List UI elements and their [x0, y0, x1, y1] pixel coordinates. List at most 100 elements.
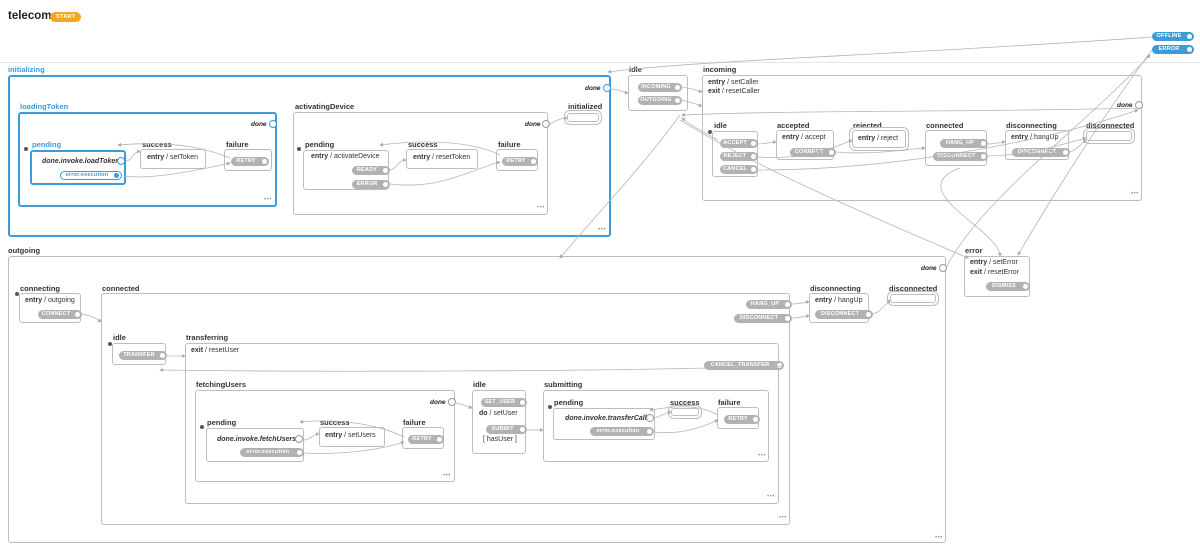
transfer-event[interactable]: TRANSFER	[119, 351, 167, 360]
state-label-disconnected: disconnected	[889, 284, 938, 293]
entry-action: entry / resetToken	[413, 154, 471, 161]
hang-up-event[interactable]: HANG_UP	[746, 300, 792, 309]
state-label-fetchingUsers: fetchingUsers	[196, 380, 247, 389]
state-submitting-success[interactable]	[671, 408, 699, 416]
entry-action: entry / setToken	[147, 154, 198, 161]
set-user-event[interactable]: SET_USER	[481, 398, 527, 407]
exit-action: exit / resetUser	[191, 347, 240, 354]
accept-event[interactable]: ACCEPT	[720, 139, 758, 148]
connect-event[interactable]: CONNECT	[790, 148, 836, 157]
state-label-pending: pending	[305, 140, 335, 149]
header-divider	[0, 62, 1200, 63]
state-label-success: success	[320, 418, 350, 427]
done-label: done	[430, 399, 446, 406]
state-outgoing-disconnected[interactable]	[890, 294, 936, 303]
error-execution-event[interactable]: error.execution	[240, 448, 304, 457]
state-label-transferring-idle: idle	[473, 380, 486, 389]
initial-state-icon	[297, 147, 301, 151]
submit-event[interactable]: SUBMIT	[486, 425, 527, 434]
state-label-failure: failure	[226, 140, 249, 149]
state-label-pending: pending	[207, 418, 237, 427]
state-label-incoming-idle: idle	[714, 121, 727, 130]
done-label: done	[585, 85, 601, 92]
entry-action: entry / accept	[782, 134, 826, 141]
state-label-outgoing: outgoing	[8, 246, 41, 255]
event-node-icon[interactable]	[646, 414, 654, 422]
initial-state-icon	[15, 292, 19, 296]
disconnect-event[interactable]: DISCONNECT	[933, 152, 988, 161]
initial-state-icon	[548, 405, 552, 409]
state-label-connecting: connecting	[20, 284, 61, 293]
event-node-icon[interactable]	[117, 157, 125, 165]
state-label-transferring: transferring	[186, 333, 229, 342]
state-label-connected-idle: idle	[113, 333, 126, 342]
retry-event[interactable]: RETRY	[724, 415, 760, 424]
outgoing-event[interactable]: OUTGOING	[638, 96, 682, 105]
state-label-idle: idle	[629, 65, 642, 74]
done-node-icon[interactable]	[939, 264, 947, 272]
state-incoming-disconnected[interactable]	[1086, 131, 1132, 141]
hang-up-event[interactable]: HANG_UP	[940, 139, 988, 148]
error-execution-event[interactable]: error.execution	[590, 427, 654, 436]
reject-event[interactable]: REJECT	[720, 152, 758, 161]
done-label: done	[251, 121, 267, 128]
error-execution-event[interactable]: error.execution	[60, 171, 122, 180]
state-label-pending: pending	[32, 140, 62, 149]
machine-title: telecom	[8, 10, 52, 22]
state-label-accepted: accepted	[777, 121, 810, 130]
invoke-done-event[interactable]: done.invoke.transferCall	[565, 415, 647, 422]
error-event[interactable]: ERROR	[1152, 45, 1194, 54]
more-icon: •••	[935, 535, 943, 541]
more-icon: •••	[537, 205, 545, 211]
entry-action: entry / reject	[858, 135, 899, 142]
done-node-icon[interactable]	[1135, 101, 1143, 109]
initial-state-icon	[24, 147, 28, 151]
invoke-done-event[interactable]: done.invoke.fetchUsers	[217, 436, 296, 443]
done-node-icon[interactable]	[448, 398, 456, 406]
state-label-success: success	[142, 140, 172, 149]
disconnect-event[interactable]: DISCONNECT	[1012, 148, 1070, 157]
retry-event[interactable]: RETRY	[408, 435, 444, 444]
done-node-icon[interactable]	[603, 84, 611, 92]
exit-action: exit / resetCaller	[708, 88, 760, 95]
retry-event[interactable]: RETRY	[502, 157, 538, 166]
cancel-transfer-event[interactable]: CANCEL_TRANSFER	[704, 361, 784, 370]
done-node-icon[interactable]	[269, 120, 277, 128]
entry-action: entry / setError	[970, 259, 1018, 266]
done-node-icon[interactable]	[542, 120, 550, 128]
invoke-done-event[interactable]: done.invoke.loadToken	[42, 158, 120, 165]
entry-action: entry / setUsers	[325, 432, 376, 439]
state-label-pending: pending	[554, 398, 584, 407]
ready-event[interactable]: READY	[352, 166, 390, 175]
error-event[interactable]: ERROR	[352, 180, 390, 189]
entry-action: entry / hangUp	[1011, 134, 1059, 141]
retry-event[interactable]: RETRY	[231, 157, 269, 166]
state-incoming[interactable]	[702, 75, 1142, 201]
state-label-disconnecting: disconnecting	[810, 284, 861, 293]
event-node-icon[interactable]	[295, 435, 303, 443]
guard-condition: [ hasUser ]	[483, 436, 517, 443]
state-label-success: success	[670, 398, 700, 407]
entry-action: entry / outgoing	[25, 297, 75, 304]
state-label-connected: connected	[926, 121, 964, 130]
state-label-activatingDevice: activatingDevice	[295, 102, 355, 111]
connect-event[interactable]: CONNECT	[38, 310, 82, 319]
state-label-incoming: incoming	[703, 65, 737, 74]
cancel-event[interactable]: CANCEL	[720, 165, 758, 174]
dismiss-event[interactable]: DISMISS	[986, 282, 1030, 291]
entry-action: entry / activateDevice	[311, 153, 380, 160]
more-icon: •••	[264, 197, 272, 203]
disconnect-event[interactable]: DISCONNECT	[815, 310, 873, 319]
more-icon: •••	[767, 494, 775, 500]
state-label-failure: failure	[498, 140, 521, 149]
state-label-rejected: rejected	[853, 121, 882, 130]
offline-event[interactable]: OFFLINE	[1152, 32, 1194, 41]
state-label-loadingToken: loadingToken	[20, 102, 69, 111]
incoming-event[interactable]: INCOMING	[638, 83, 682, 92]
state-label-failure: failure	[403, 418, 426, 427]
state-initialized[interactable]	[567, 113, 599, 122]
more-icon: •••	[779, 515, 787, 521]
disconnect-event[interactable]: DISCONNECT	[734, 314, 792, 323]
state-idle[interactable]	[628, 75, 688, 111]
initial-state-icon	[200, 425, 204, 429]
